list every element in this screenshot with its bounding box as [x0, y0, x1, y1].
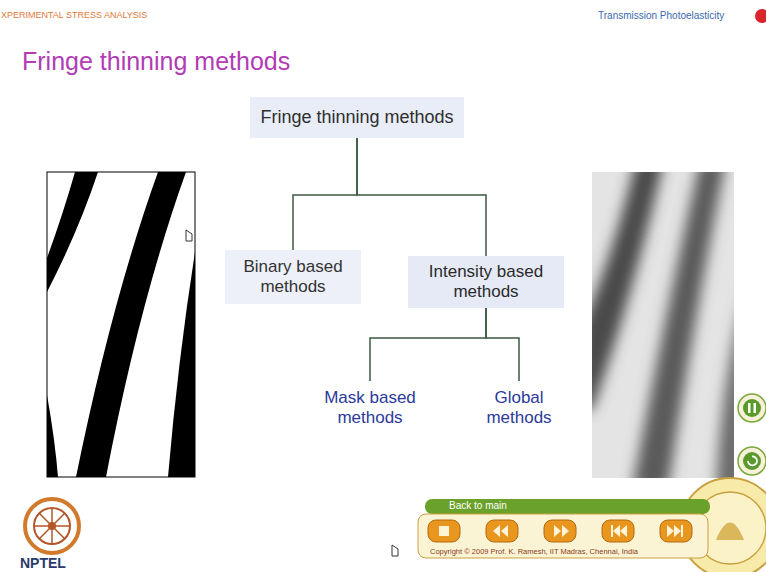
hand-cursor [392, 545, 398, 556]
replay-icon [748, 456, 757, 465]
pause-bar [754, 403, 757, 413]
method-label: Global methods [471, 381, 567, 435]
node-text: Binary based methods [235, 257, 351, 298]
black-fringe [47, 172, 98, 292]
dark-fringe [716, 290, 734, 478]
seal-lamp [716, 523, 744, 541]
dark-fringe [632, 172, 726, 478]
tree-connector [357, 138, 486, 256]
copyright-note: Copyright © 2009 Prof. K. Ramesh, IIT Ma… [430, 548, 638, 556]
node-text: Intensity based methods [418, 262, 554, 303]
root-box: Fringe thinning methods [250, 97, 464, 138]
tree-connector [370, 308, 486, 381]
first-button [602, 520, 634, 542]
hand-cursor [186, 230, 192, 241]
category-box: Binary based methods [225, 250, 361, 304]
node-text: Fringe thinning methods [260, 107, 453, 129]
forward-button [544, 520, 576, 542]
section-header: Transmission Photoelasticity [598, 10, 724, 21]
rewind-button [486, 520, 518, 542]
last-icon [667, 525, 683, 537]
first-icon [611, 525, 627, 537]
back-link: Back to main [449, 500, 507, 511]
category-box: Intensity based methods [408, 256, 564, 308]
black-fringe [47, 395, 58, 477]
node-text: Mask based methods [319, 388, 421, 429]
back-bar [425, 499, 710, 514]
logo-ring [25, 499, 79, 553]
menu-icon [439, 526, 449, 536]
logo-text: NPTEL [20, 556, 66, 571]
node-text: Global methods [481, 388, 557, 429]
image-border [47, 172, 195, 477]
header-dot [755, 9, 766, 23]
player-controls [418, 499, 710, 558]
dark-fringe [592, 172, 664, 410]
menu-button [428, 520, 460, 542]
grayscale-fringe-image [592, 172, 734, 478]
pause-bar [748, 403, 751, 413]
rewind-icon [493, 525, 508, 537]
tree-connector [293, 138, 357, 250]
image-ground [47, 172, 195, 477]
replay-button-core [743, 452, 761, 470]
last-button [660, 520, 692, 542]
slide-title: Fringe thinning methods [22, 47, 290, 76]
side-controls [738, 394, 766, 475]
binary-fringe-image [47, 172, 195, 477]
forward-icon [554, 525, 569, 537]
nptel-logo [25, 499, 79, 553]
black-fringe [76, 172, 186, 477]
control-panel [418, 514, 708, 558]
tree-connector [486, 308, 519, 381]
replay-button [738, 447, 766, 475]
pause-button [738, 394, 766, 422]
black-fringe [168, 252, 195, 477]
course-header: XPERIMENTAL STRESS ANALYSIS [1, 11, 147, 21]
logo-spokes [34, 508, 70, 544]
pause-button-core [743, 399, 761, 417]
method-label: Mask based methods [309, 381, 431, 435]
logo-wheel [34, 508, 70, 544]
